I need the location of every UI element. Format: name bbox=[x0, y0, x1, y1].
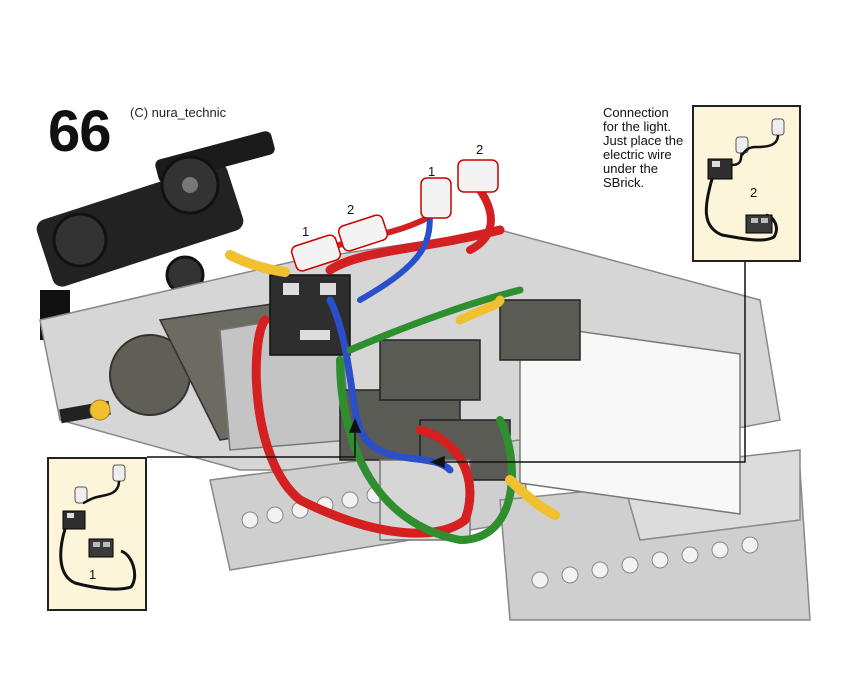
inset-pointers bbox=[147, 262, 746, 469]
inset-right-label: 2 bbox=[750, 185, 758, 200]
inset-light-connection-1: 1 bbox=[47, 457, 147, 611]
note-line: Connection bbox=[603, 105, 669, 120]
inset-wire-diagram bbox=[704, 118, 785, 242]
wires bbox=[225, 186, 560, 544]
connection-note: Connection for the light. Just place the… bbox=[603, 106, 703, 190]
inset-left-label: 1 bbox=[89, 567, 97, 582]
note-line: for the light. bbox=[603, 119, 671, 134]
note-line: under the bbox=[603, 161, 658, 176]
note-line: SBrick. bbox=[603, 175, 645, 190]
light-callouts: 1 2 1 2 bbox=[290, 142, 499, 272]
step-number: 66 bbox=[48, 99, 112, 164]
light-plug-1-right bbox=[420, 177, 452, 219]
callout-1-right: 1 bbox=[428, 164, 435, 179]
copyright-text: (C) nura_technic bbox=[130, 105, 227, 120]
note-line: electric wire bbox=[603, 147, 672, 162]
light-plug-2-right bbox=[457, 159, 499, 193]
inset-light-connection-2: 2 bbox=[692, 105, 801, 262]
callout-2-right: 2 bbox=[476, 142, 483, 157]
light-plug-2-left bbox=[337, 214, 389, 252]
callout-2-left: 2 bbox=[347, 202, 354, 217]
inset-wire-diagram bbox=[59, 464, 137, 591]
light-plug-1-left bbox=[290, 234, 342, 272]
callout-1-left: 1 bbox=[302, 224, 309, 239]
note-line: Just place the bbox=[603, 133, 684, 148]
